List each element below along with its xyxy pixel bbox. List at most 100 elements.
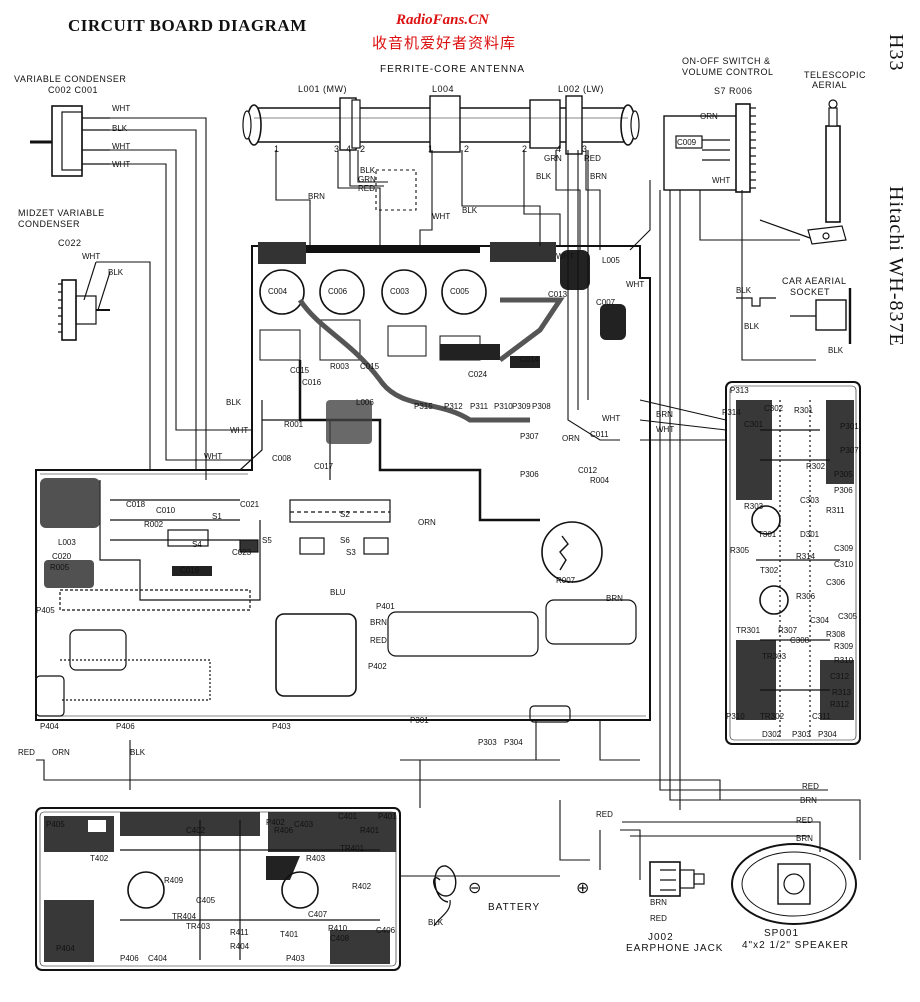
wire-label: WHT — [112, 160, 131, 169]
wire-label: GRN — [544, 154, 562, 163]
wire-label: BLK — [130, 748, 146, 757]
part-label: R004 — [590, 476, 610, 485]
if-part-label: P310 — [726, 712, 745, 721]
audio-part-label: TR401 — [340, 844, 365, 853]
if-part-label: T301 — [758, 530, 777, 539]
speaker-label: 4"x2 1/2" SPEAKER — [742, 940, 849, 951]
audio-part-label: C408 — [330, 934, 350, 943]
wire-label: BRN — [650, 898, 667, 907]
wire-label: BLK — [462, 206, 478, 215]
antenna-label: FERRITE-CORE ANTENNA — [380, 64, 526, 75]
if-part-label: C308 — [790, 636, 810, 645]
wire-label: GRN — [358, 175, 376, 184]
if-part-label: R301 — [794, 406, 814, 415]
part-label: C010 — [156, 506, 176, 515]
antenna-pin: 1 — [428, 144, 434, 154]
wire-harness — [36, 117, 861, 880]
if-part-label: T302 — [760, 566, 779, 575]
volume-control-part — [663, 103, 756, 193]
audio-part-label: C406 — [376, 926, 396, 935]
part-label: P311 — [470, 402, 489, 411]
antenna-pin: 3 — [582, 144, 588, 154]
if-part-label: TR301 — [736, 626, 761, 635]
part-label: P312 — [444, 402, 463, 411]
audio-part-label: C404 — [148, 954, 168, 963]
antenna-pin: 4 — [556, 144, 562, 154]
part-label: P308 — [532, 402, 551, 411]
wire-label: BLK — [112, 124, 128, 133]
if-part-label: D301 — [800, 530, 820, 539]
c009-label: C009 — [677, 138, 697, 147]
if-part-label: P314 — [722, 408, 741, 417]
wire-label: BRN — [800, 796, 817, 805]
wire-label: WHT — [602, 414, 621, 423]
part-label: C011 — [590, 430, 609, 439]
if-part-label: TR303 — [762, 652, 787, 661]
wire-label: WHT — [230, 426, 249, 435]
audio-part-label: T401 — [280, 930, 299, 939]
part-label: C015 — [290, 366, 310, 375]
switch-subtitle: VOLUME CONTROL — [682, 67, 774, 77]
if-part-label: R308 — [826, 630, 846, 639]
audio-part-label: R411 — [230, 928, 249, 937]
part-label: C012 — [578, 466, 598, 475]
earphone-jack-code: J002 — [648, 932, 674, 943]
wire-label: BLK — [226, 398, 242, 407]
battery-symbol — [433, 865, 457, 927]
antenna-pin: 2 — [464, 144, 470, 154]
antenna-pin: 2 — [522, 144, 528, 154]
part-label: S2 — [340, 510, 350, 519]
wire-label: WHT — [204, 452, 223, 461]
wire-label: BLK — [744, 322, 760, 331]
if-part-label: C303 — [800, 496, 820, 505]
audio-part-label: P405 — [46, 820, 65, 829]
model-name: Hitachi WH-837E — [885, 186, 907, 347]
wire-label: WHT — [656, 425, 675, 434]
audio-part-label: C401 — [338, 812, 358, 821]
wire-label: RED — [358, 184, 375, 193]
part-label: R005 — [50, 563, 70, 572]
part-label: P307 — [520, 432, 539, 441]
wire-label: BLU — [330, 588, 346, 597]
if-part-label: C305 — [838, 612, 858, 621]
variable-condenser-title: VARIABLE CONDENSER — [14, 74, 127, 84]
wire-label: WHT — [626, 280, 645, 289]
speaker-code: SP001 — [764, 928, 800, 939]
wire-label: RED — [796, 816, 813, 825]
variable-condenser-parts: C002 C001 — [48, 85, 99, 95]
wire-label: BLK — [828, 346, 844, 355]
antenna-pin: 4 — [346, 144, 352, 154]
wire-label: BRN — [370, 618, 387, 627]
wire-label: RED — [584, 154, 601, 163]
part-label: C004 — [268, 287, 288, 296]
wire-label: WHT — [82, 252, 101, 261]
if-part-label: P305 — [834, 470, 853, 479]
if-part-label: R307 — [778, 626, 798, 635]
part-label: C021 — [240, 500, 260, 509]
if-part-label: C302 — [764, 404, 784, 413]
if-part-label: R305 — [730, 546, 750, 555]
part-label: C007 — [596, 298, 616, 307]
wire-label: BLK — [736, 286, 752, 295]
coil-l004-label: L004 — [432, 84, 455, 94]
part-label: P402 — [368, 662, 387, 671]
part-label: P401 — [376, 602, 395, 611]
audio-part-label: P406 — [120, 954, 139, 963]
model-code: H33 — [885, 34, 907, 72]
wire-label: RED — [370, 636, 387, 645]
coil-mw-label: L001 (MW) — [298, 84, 348, 94]
switch-parts: S7 R006 — [714, 86, 753, 96]
page-title: CIRCUIT BOARD DIAGRAM — [68, 16, 307, 35]
telescopic-line1: TELESCOPIC — [804, 70, 867, 80]
part-label: P310 — [494, 402, 513, 411]
part-label: C024 — [468, 370, 488, 379]
audio-part-label: P401 — [378, 812, 397, 821]
part-label: C013 — [548, 290, 568, 299]
if-part-label: C304 — [810, 616, 830, 625]
if-part-label: C311 — [812, 712, 831, 721]
part-label: P301 — [410, 716, 429, 725]
part-label: P406 — [116, 722, 135, 731]
wire-label: RED — [596, 810, 613, 819]
part-label: R007 — [556, 576, 576, 585]
